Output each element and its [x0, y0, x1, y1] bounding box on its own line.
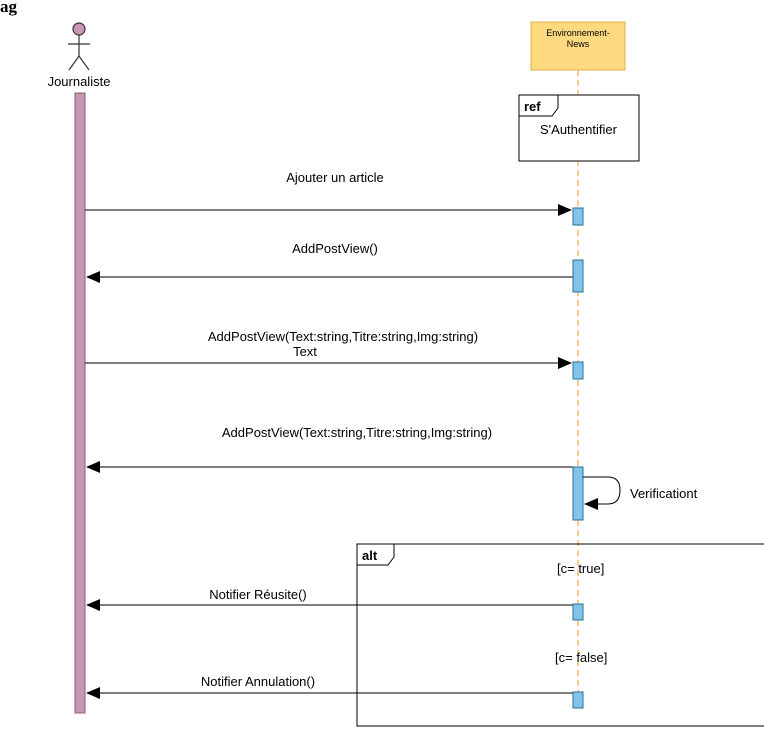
- alt-fragment: alt [c= true] [c= false]: [356, 543, 764, 727]
- activation-box: [572, 691, 584, 709]
- message-label: Notifier Annulation(): [201, 674, 315, 689]
- message-label: AddPostView(Text:string,Titre:string,Img…: [208, 329, 478, 344]
- activation-box: [572, 466, 584, 521]
- alt-guard-false: [c= false]: [555, 650, 607, 665]
- actor-left-leg: [68, 55, 80, 71]
- message-label-secondary: Text: [293, 344, 317, 359]
- activation-box: [572, 207, 584, 226]
- message-label: Notifier Réusite(): [209, 587, 307, 602]
- activation-box: [572, 259, 584, 293]
- alt-guard-true: [c= true]: [557, 561, 604, 576]
- message-label: Verificationt: [630, 486, 698, 501]
- journaliste-activation-bar: [74, 92, 86, 714]
- lifeline-label-line1: Environnement-: [546, 28, 610, 38]
- actor-journaliste: Journaliste: [48, 22, 111, 89]
- message-label: Ajouter un article: [286, 170, 384, 185]
- message-addpostview-params-return: AddPostView(Text:string,Titre:string,Img…: [86, 425, 573, 473]
- message-notifier-reussite: Notifier Réusite(): [86, 587, 573, 611]
- actor-right-leg: [78, 55, 90, 71]
- message-notifier-annulation: Notifier Annulation(): [86, 674, 573, 699]
- ref-tag: ref: [524, 99, 541, 114]
- ref-text: S'Authentifier: [540, 122, 618, 137]
- message-label: AddPostView(Text:string,Titre:string,Img…: [222, 425, 492, 440]
- message-addpostview-params: AddPostView(Text:string,Titre:string,Img…: [85, 329, 572, 369]
- ref-fragment: ref S'Authentifier: [518, 94, 640, 162]
- actor-label: Journaliste: [48, 74, 111, 89]
- message-ajouter-article: Ajouter un article: [85, 170, 572, 216]
- self-message-verification: Verificationt: [583, 476, 698, 510]
- lifeline-head: [530, 21, 626, 71]
- diagram-title-fragment: ag: [0, 0, 18, 16]
- activation-box: [572, 361, 584, 380]
- message-addpostview-return: AddPostView(): [86, 241, 573, 283]
- lifeline-label-line2: News: [567, 39, 590, 49]
- activation-box: [572, 603, 584, 621]
- lifeline-environnement-news: Environnement- News: [530, 21, 626, 71]
- alt-tag: alt: [362, 548, 378, 563]
- message-label: AddPostView(): [292, 241, 378, 256]
- actor-head-icon: [72, 22, 86, 36]
